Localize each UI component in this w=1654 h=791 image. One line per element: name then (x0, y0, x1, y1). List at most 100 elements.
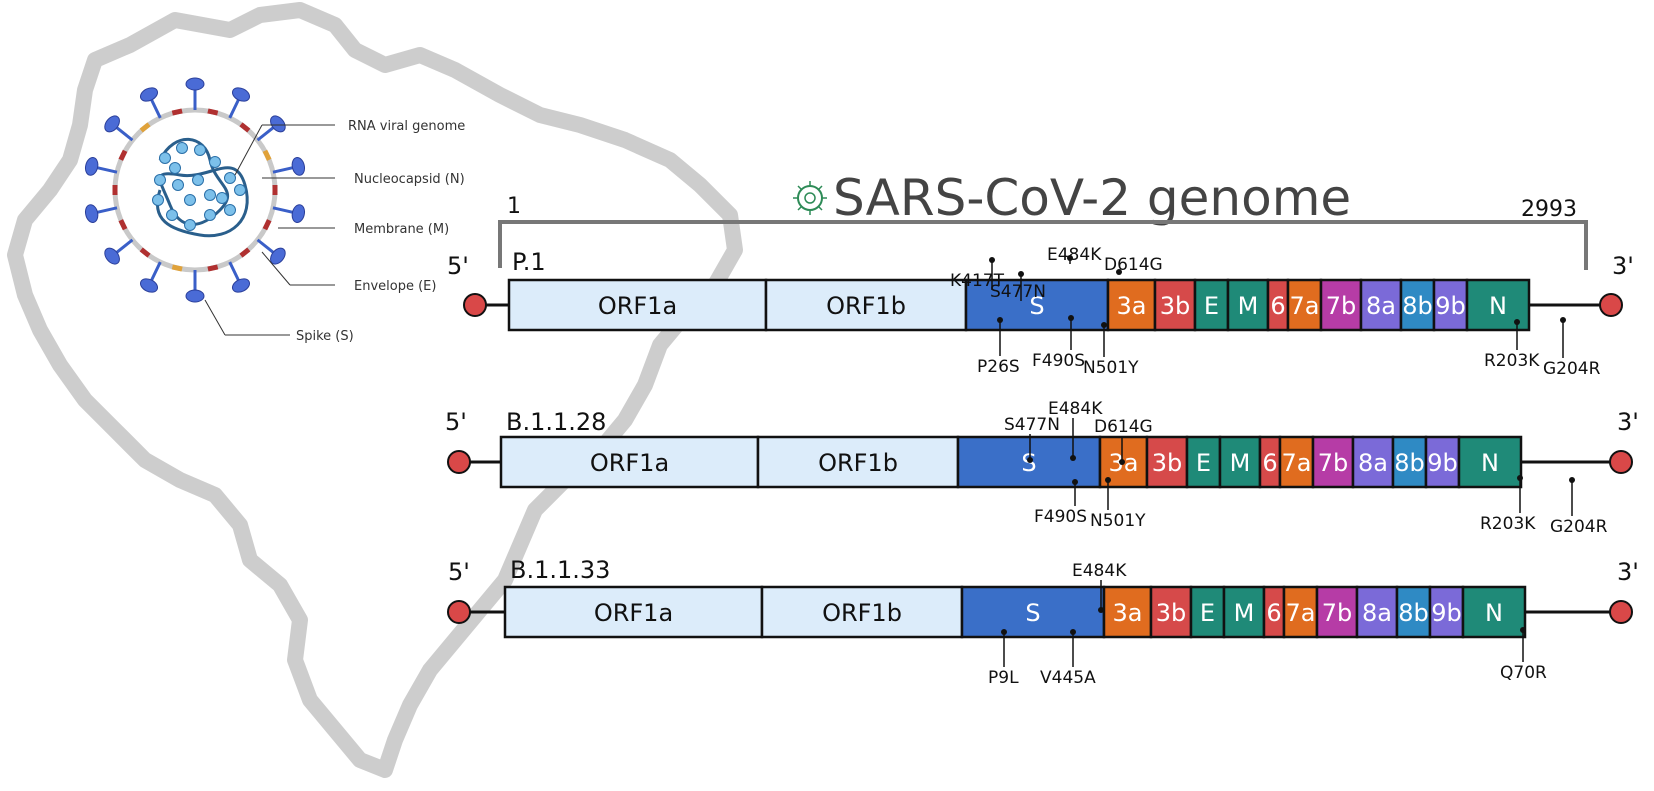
mutation-label: D614G (1104, 255, 1163, 275)
three-prime-label: 3' (1617, 558, 1639, 586)
gene-label: N (1485, 599, 1503, 627)
five-prime-label: 5' (448, 558, 470, 586)
gene-block-9b (1428, 585, 1465, 639)
nucleocapsid-icon (159, 152, 171, 164)
membrane-protein-icon (171, 108, 183, 116)
mutation-marker (1105, 477, 1111, 483)
virion-label-membrane: Membrane (M) (354, 222, 449, 237)
virion-label-spike: Spike (S) (296, 329, 354, 344)
gene-block-3a (1102, 585, 1153, 639)
membrane-protein-icon (139, 122, 151, 133)
virion-label-envelope: Envelope (E) (354, 279, 436, 294)
gene-label: 6 (1262, 449, 1277, 477)
genome-range-bracket (498, 220, 1588, 270)
gene-label: 8b (1394, 449, 1425, 477)
gene-label: ORF1b (818, 449, 898, 477)
nucleocapsid-icon (152, 194, 164, 206)
nucleocapsid-icon (209, 156, 221, 168)
five-prime-label: 5' (447, 252, 469, 280)
gene-block-n (1457, 435, 1523, 489)
gene-label: 9b (1431, 599, 1462, 627)
gene-label: M (1234, 599, 1255, 627)
membrane-protein-icon (262, 219, 272, 231)
mutation-label: E484K (1047, 245, 1102, 265)
gene-label: 3b (1156, 599, 1187, 627)
virus-icon (793, 181, 827, 215)
gene-block-7b (1315, 585, 1359, 639)
gene-label: E (1204, 292, 1219, 320)
mutation-label: R203K (1484, 351, 1540, 371)
gene-block-orf1b (764, 278, 968, 332)
nucleocapsid-icon (166, 209, 178, 221)
lineage-name: B.1.1.33 (510, 556, 610, 584)
spike-icon (272, 157, 306, 176)
mutation-marker (1070, 455, 1076, 461)
virion-label-nucleocapsid: Nucleocapsid (N) (354, 172, 465, 187)
nucleocapsid-icon (224, 172, 236, 184)
gene-label: ORF1b (822, 599, 902, 627)
gene-label: 8a (1358, 449, 1388, 477)
gene-block-7a (1278, 435, 1315, 489)
gene-label: S (1025, 599, 1040, 627)
spike-icon (139, 261, 162, 293)
gene-label: 3b (1160, 292, 1191, 320)
spike-icon (185, 270, 205, 303)
membrane-protein-icon (207, 108, 219, 116)
membrane-protein-icon (139, 247, 151, 258)
gene-label: 6 (1270, 292, 1285, 320)
membrane-protein-icon (272, 185, 278, 195)
leader-line-e (261, 251, 291, 286)
mutation-marker (989, 257, 995, 263)
gene-label: 7b (1322, 599, 1353, 627)
gene-label: 3b (1152, 449, 1183, 477)
nucleocapsid-icon (234, 184, 246, 196)
virion-illustration: RNA viral genome Nucleocapsid (N) Membra… (84, 77, 465, 344)
brazil-map-outline (7, 2, 743, 778)
gene-block-orf1a (503, 585, 764, 639)
mutation-label: E484K (1048, 399, 1103, 419)
mutation-marker (1027, 457, 1033, 463)
gene-label: 8b (1398, 599, 1429, 627)
membrane-protein-icon (118, 149, 128, 161)
gene-block-3b (1149, 585, 1193, 639)
genome-title: SARS-CoV-2 genome (833, 169, 1351, 227)
gene-label: 7b (1326, 292, 1357, 320)
membrane-protein-icon (112, 185, 118, 195)
gene-label: 7b (1318, 449, 1349, 477)
gene-label: 7a (1286, 599, 1316, 627)
mutation-marker (1067, 255, 1073, 261)
gene-label: N (1489, 292, 1507, 320)
nucleocapsid-icon (194, 144, 206, 156)
gene-block-s (960, 585, 1106, 639)
lineage-track: ORF1aORF1bS3a3bEM67a7b8a8b9bNB.1.1.285'3… (445, 399, 1639, 537)
genome-range-end: 2993 (1521, 197, 1577, 222)
mutation-label: P9L (988, 668, 1019, 688)
three-prime-cap (1599, 293, 1623, 317)
gene-block-8b (1391, 435, 1428, 489)
five-prime-cap (447, 450, 471, 474)
gene-label: 8b (1402, 292, 1433, 320)
gene-block-m (1226, 278, 1270, 332)
nucleocapsid-icon (154, 174, 166, 186)
mutation-label: N501Y (1090, 511, 1146, 531)
mutation-marker (1119, 459, 1125, 465)
mutation-marker (1569, 477, 1575, 483)
gene-block-3a (1106, 278, 1157, 332)
nucleocapsid-icon (192, 174, 204, 186)
spike-icon (256, 238, 286, 265)
mutation-marker (1018, 271, 1024, 277)
mutation-marker (1116, 269, 1122, 275)
membrane-protein-icon (118, 219, 128, 231)
gene-block-8a (1355, 585, 1399, 639)
mutation-marker (997, 317, 1003, 323)
mutation-marker (1517, 475, 1523, 481)
gene-label: M (1238, 292, 1259, 320)
membrane-protein-icon (207, 264, 219, 272)
spike-icon (104, 238, 134, 265)
gene-label: 6 (1266, 599, 1281, 627)
mutation-label: V445A (1040, 668, 1096, 688)
gene-label: 7a (1290, 292, 1320, 320)
